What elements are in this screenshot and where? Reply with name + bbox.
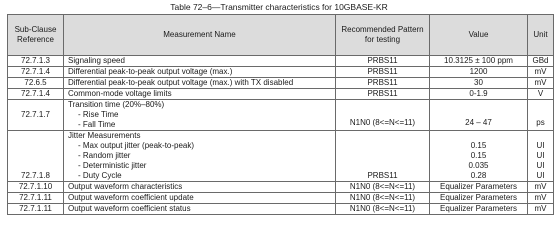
table-row: 72.7.1.4 Common-mode voltage limits PRBS… (7, 88, 554, 100)
cell-ref: 72.6.5 (7, 77, 64, 89)
table-row: 72.7.1.10 Output waveform characteristic… (7, 181, 554, 193)
table-row: 72.6.5 Differential peak-to-peak output … (7, 77, 554, 89)
cell-unit: mV (527, 181, 554, 193)
cell-ref: 72.7.1.8 (7, 130, 64, 182)
cell-value: 10.3125 ± 100 ppm (429, 55, 528, 67)
cell-unit: GBd (527, 55, 554, 67)
cell-pattern: N1N0 (8<=N<=11) (335, 203, 430, 215)
cell-name: Differential peak-to-peak output voltage… (63, 66, 336, 78)
rise-time-label: - Rise Time (78, 110, 119, 119)
header-row: Sub-Clause Reference Measurement Name Re… (7, 14, 554, 56)
table-row: 72.7.1.11 Output waveform coefficient st… (7, 203, 554, 215)
cell-name: Signaling speed (63, 55, 336, 67)
jitter-unit: UI (536, 171, 545, 180)
cell-value: Equalizer Parameters (429, 192, 528, 204)
header-ref: Sub-Clause Reference (7, 14, 64, 56)
transition-title: Transition time (20%–80%) (68, 100, 165, 109)
jitter-item-label: - Max output jitter (peak-to-peak) (78, 141, 195, 150)
jitter-title: Jitter Measurements (68, 131, 141, 140)
transition-cell-name: Transition time (20%–80%) - Rise Time - … (63, 99, 336, 131)
fall-time-label: - Fall Time (78, 120, 116, 129)
header-unit: Unit (527, 14, 554, 56)
cell-ref: 72.7.1.10 (7, 181, 64, 193)
transmitter-characteristics-table: Sub-Clause Reference Measurement Name Re… (7, 14, 554, 215)
table-row: 72.7.1.11 Output waveform coefficient up… (7, 192, 554, 204)
cell-pattern: N1N0 (8<=N<=11) (335, 181, 430, 193)
jitter-units: UI UI UI UI (527, 130, 554, 182)
jitter-item-label: - Duty Cycle (78, 171, 122, 180)
cell-ref: 72.7.1.11 (7, 192, 64, 204)
cell-name: Common-mode voltage limits (63, 88, 336, 100)
cell-unit: mV (527, 66, 554, 78)
jitter-row: 72.7.1.8 Jitter Measurements - Max outpu… (7, 130, 554, 182)
jitter-value: 0.15 (470, 151, 487, 160)
header-pattern: Recommended Pattern for testing (335, 14, 430, 56)
cell-value: 1200 (429, 66, 528, 78)
cell-pattern: PRBS11 (335, 77, 430, 89)
cell-pattern: PRBS11 (335, 88, 430, 100)
cell-unit: mV (527, 203, 554, 215)
jitter-value: 0.28 (470, 171, 487, 180)
cell-value: Equalizer Parameters (429, 203, 528, 215)
cell-pattern: PRBS11 (335, 130, 430, 182)
cell-ref: 72.7.1.7 (7, 99, 64, 131)
cell-value: 0-1.9 (429, 88, 528, 100)
cell-unit: V (527, 88, 554, 100)
cell-unit: mV (527, 192, 554, 204)
cell-value: Equalizer Parameters (429, 181, 528, 193)
cell-name: Differential peak-to-peak output voltage… (63, 77, 336, 89)
cell-unit: ps (527, 99, 554, 131)
table-row: 72.7.1.4 Differential peak-to-peak outpu… (7, 66, 554, 78)
jitter-item-label: - Deterministic jitter (78, 161, 147, 170)
jitter-value: 0.15 (470, 141, 487, 150)
cell-value: 24 – 47 (429, 99, 528, 131)
cell-ref: 72.7.1.3 (7, 55, 64, 67)
header-name: Measurement Name (63, 14, 336, 56)
cell-ref: 72.7.1.4 (7, 88, 64, 100)
cell-pattern: N1N0 (8<=N<=11) (335, 192, 430, 204)
table-caption: Table 72–6—Transmitter characteristics f… (170, 2, 388, 12)
cell-ref: 72.7.1.4 (7, 66, 64, 78)
table-row: 72.7.1.3 Signaling speed PRBS11 10.3125 … (7, 55, 554, 67)
cell-unit: mV (527, 77, 554, 89)
transition-row: 72.7.1.7 Transition time (20%–80%) - Ris… (7, 99, 554, 131)
header-value: Value (429, 14, 528, 56)
jitter-cell-name: Jitter Measurements - Max output jitter … (63, 130, 336, 182)
cell-pattern: PRBS11 (335, 66, 430, 78)
cell-value: 30 (429, 77, 528, 89)
cell-pattern: PRBS11 (335, 55, 430, 67)
cell-pattern: N1N0 (8<=N<=11) (335, 99, 430, 131)
jitter-unit: UI (536, 151, 545, 160)
cell-name: Output waveform characteristics (63, 181, 336, 193)
jitter-values: 0.15 0.15 0.035 0.28 (429, 130, 528, 182)
cell-ref: 72.7.1.11 (7, 203, 64, 215)
cell-name: Output waveform coefficient status (63, 203, 336, 215)
cell-name: Output waveform coefficient update (63, 192, 336, 204)
jitter-item-label: - Random jitter (78, 151, 131, 160)
jitter-value: 0.035 (468, 161, 489, 170)
jitter-unit: UI (536, 161, 545, 170)
jitter-unit: UI (536, 141, 545, 150)
